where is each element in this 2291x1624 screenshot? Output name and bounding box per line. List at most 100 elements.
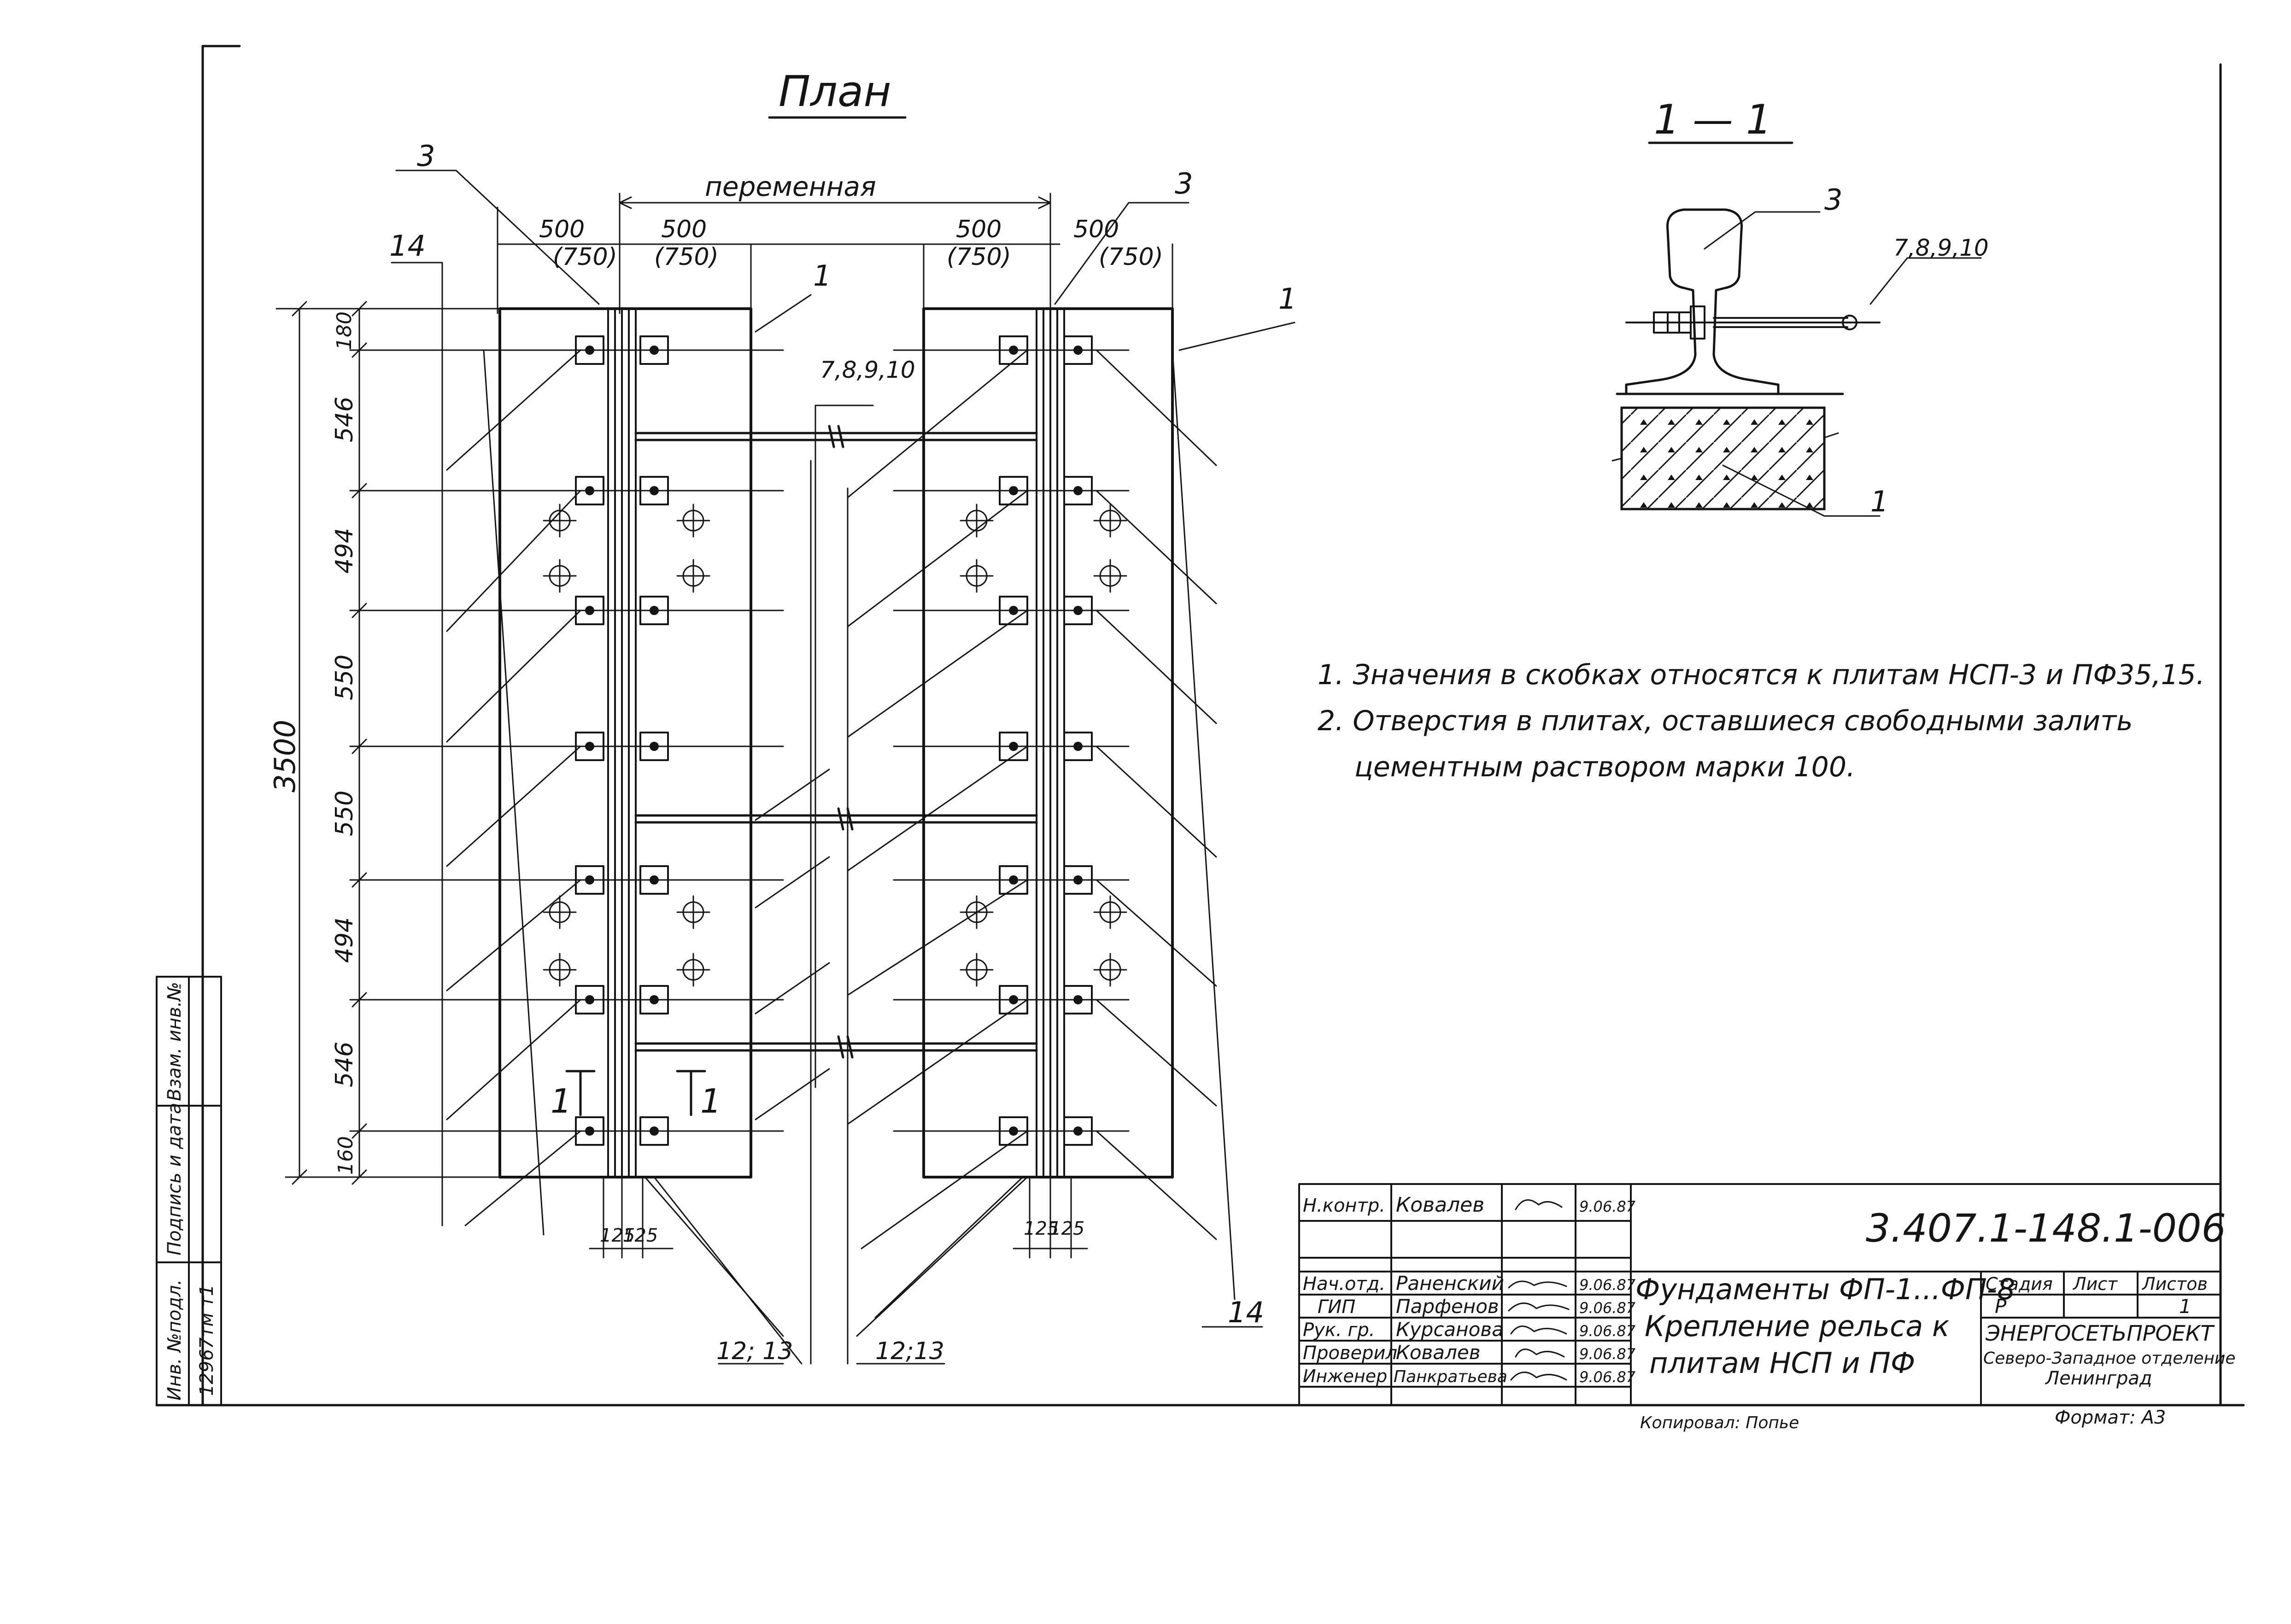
role-0: Н.контр. bbox=[1303, 1195, 1385, 1216]
notes: 1. Значения в скобках относятся к плитам… bbox=[1318, 659, 2205, 783]
section-view: 1 — 1 3 7,8,9,10 1 bbox=[1611, 96, 1989, 518]
sheet-format: Формат: А3 bbox=[2055, 1407, 2166, 1428]
name-0: Ковалев bbox=[1396, 1193, 1484, 1217]
org-city: Ленинград bbox=[2045, 1368, 2152, 1389]
signature-5 bbox=[1510, 1372, 1567, 1381]
dim-125-b: 125 bbox=[623, 1225, 658, 1246]
label-3-right: 3 bbox=[1175, 167, 1193, 200]
rail-right bbox=[1036, 308, 1065, 1178]
copied-by: Копировал: Попье bbox=[1640, 1413, 1799, 1432]
leader-fan-mid bbox=[847, 349, 1028, 1249]
stamp-inv-label: Инв. №подл. bbox=[164, 1279, 185, 1401]
date-2: 9.06.87 bbox=[1579, 1299, 1636, 1317]
section-label-7-10: 7,8,9,10 bbox=[1893, 235, 1989, 261]
dim-750-d: (750) bbox=[1099, 243, 1163, 271]
plan-title: План bbox=[779, 67, 891, 116]
dim-494-b: 494 bbox=[331, 917, 358, 963]
plan-view: План bbox=[268, 67, 1296, 1365]
dim-3500: 3500 bbox=[268, 720, 302, 792]
note-2: 2. Отверстия в плитах, оставшиеся свобод… bbox=[1318, 705, 2133, 737]
dim-550-a: 550 bbox=[331, 655, 358, 700]
org-name: ЭНЕРГОСЕТЬПРОЕКТ bbox=[1985, 1321, 2215, 1346]
section-cut-marks bbox=[565, 1070, 706, 1116]
label-14-right: 14 bbox=[1228, 1296, 1264, 1329]
foundation-section bbox=[1611, 393, 1844, 510]
dim-500-a: 500 bbox=[539, 216, 585, 243]
stamp-replace-label: Взам. инв.№ bbox=[164, 982, 185, 1101]
note-1: 1. Значения в скобках относятся к плитам… bbox=[1318, 659, 2205, 691]
doc-title-1: Фундаменты ФП-1...ФП-8 bbox=[1635, 1272, 2015, 1306]
top-dimensions bbox=[497, 193, 1173, 314]
org-branch: Северо-Западное отделение bbox=[1983, 1349, 2236, 1368]
dim-500-c: 500 bbox=[956, 216, 1002, 243]
label-3-left: 3 bbox=[417, 139, 435, 173]
leader-fan-left bbox=[446, 349, 830, 1226]
date-3: 9.06.87 bbox=[1579, 1322, 1636, 1340]
bolt-assembly bbox=[1625, 305, 1881, 340]
leaders-12-13 bbox=[644, 460, 1028, 1365]
rail-left bbox=[607, 308, 637, 1178]
anchor-plates bbox=[575, 335, 1093, 1146]
signature-3 bbox=[1510, 1325, 1567, 1335]
role-1: Нач.отд. bbox=[1303, 1273, 1385, 1295]
signature-4 bbox=[1515, 1348, 1565, 1358]
section-label-3: 3 bbox=[1824, 183, 1842, 217]
name-4: Ковалев bbox=[1396, 1341, 1480, 1364]
sheets-label: Листов bbox=[2141, 1274, 2208, 1294]
note-2-cont: цементным раствором марки 100. bbox=[1354, 751, 1855, 783]
label-7-10-plan: 7,8,9,10 bbox=[820, 357, 915, 383]
dim-125-c: 125 bbox=[1024, 1218, 1059, 1239]
date-0: 9.06.87 bbox=[1579, 1198, 1636, 1215]
label-14-left: 14 bbox=[389, 229, 426, 263]
signature-1 bbox=[1508, 1280, 1567, 1289]
name-5: Панкратьева bbox=[1394, 1367, 1507, 1386]
role-5: Инженер bbox=[1303, 1366, 1387, 1386]
leader-fan-right bbox=[483, 349, 1236, 1300]
dim-546-a: 546 bbox=[331, 397, 358, 442]
stamp-sign-label: Подпись и дата bbox=[164, 1103, 185, 1255]
dim-750-a: (750) bbox=[553, 243, 617, 271]
bottom-dimensions bbox=[589, 1176, 1088, 1259]
stamp-inv-value: 12967тм т1 bbox=[196, 1284, 217, 1396]
title-block: Н.контр. Ковалев 9.06.87 Нач.отд. Раненс… bbox=[1298, 1183, 2236, 1432]
left-dimensions bbox=[275, 301, 501, 1185]
dim-550-b: 550 bbox=[331, 791, 358, 836]
label-1-left: 1 bbox=[813, 259, 831, 293]
signature-0 bbox=[1515, 1199, 1563, 1210]
date-5: 9.06.87 bbox=[1579, 1368, 1636, 1386]
label-12-13-a: 12; 13 bbox=[716, 1337, 793, 1365]
doc-title-3: плитам НСП и ПФ bbox=[1649, 1346, 1915, 1380]
free-holes bbox=[543, 504, 1127, 987]
sheets-value: 1 bbox=[2179, 1295, 2191, 1318]
section-label-1: 1 bbox=[1870, 485, 1888, 518]
side-stamp: Инв. №подл. Подпись и дата Взам. инв.№ 1… bbox=[156, 976, 222, 1406]
dim-125-d: 125 bbox=[1049, 1218, 1084, 1239]
role-4: Проверил bbox=[1303, 1343, 1397, 1364]
label-1-right: 1 bbox=[1278, 282, 1296, 316]
date-1: 9.06.87 bbox=[1579, 1276, 1636, 1294]
dim-variable: переменная bbox=[705, 171, 876, 202]
dim-160: 160 bbox=[334, 1136, 357, 1175]
sheet-label: Лист bbox=[2072, 1274, 2118, 1294]
date-4: 9.06.87 bbox=[1579, 1345, 1636, 1363]
label-12-13-b: 12;13 bbox=[875, 1337, 944, 1365]
role-2: ГИП bbox=[1318, 1296, 1355, 1318]
section-callouts bbox=[1704, 211, 1982, 517]
dim-500-b: 500 bbox=[661, 216, 707, 243]
dim-750-b: (750) bbox=[654, 243, 719, 271]
name-3: Курсанова bbox=[1396, 1318, 1504, 1341]
dim-750-c: (750) bbox=[947, 243, 1011, 271]
section-mark-left: 1 bbox=[551, 1082, 572, 1120]
section-title: 1 — 1 bbox=[1654, 96, 1772, 143]
dim-546-b: 546 bbox=[331, 1042, 358, 1087]
name-1: Раненский bbox=[1396, 1272, 1504, 1295]
doc-title-2: Крепление рельса к bbox=[1645, 1309, 1950, 1343]
dim-180: 180 bbox=[333, 311, 356, 350]
stage-label: Стадия bbox=[1986, 1274, 2053, 1294]
section-mark-right: 1 bbox=[700, 1082, 721, 1120]
role-3: Рук. гр. bbox=[1303, 1319, 1375, 1341]
signature-2 bbox=[1508, 1302, 1570, 1312]
stage-value: Р bbox=[1995, 1295, 2007, 1318]
name-2: Парфенов bbox=[1396, 1295, 1499, 1318]
plate-bolts bbox=[585, 346, 1083, 1136]
